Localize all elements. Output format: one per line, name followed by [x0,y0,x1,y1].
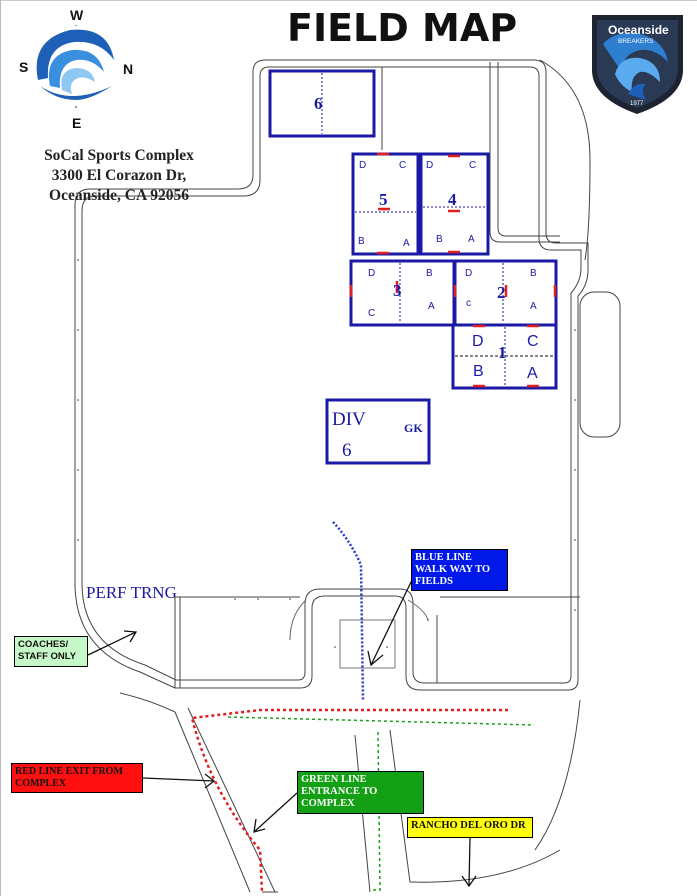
compass-e: E [72,115,81,131]
green-entrance-path [227,716,535,726]
blue-line-label: BLUE LINE WALK WAY TO FIELDS [411,549,508,591]
field-5-number: 5 [379,190,388,209]
field-6-number: 6 [314,94,323,113]
quad-letter: D [359,160,366,171]
page-title: FIELD MAP [287,6,518,50]
quad-letter: D [368,268,375,279]
field-div-6[interactable] [325,398,431,465]
quad-letter: A [403,238,410,249]
quad-letter: D [426,160,433,171]
quad-letter: c [466,298,471,309]
quad-letter: B [473,363,484,380]
quad-letter: A [428,301,435,312]
address-line: SoCal Sports Complex [44,147,194,164]
field-3-number: 3 [393,281,402,300]
address-line: Oceanside, CA 92056 [49,187,189,204]
club-name: Oceanside [608,23,669,37]
field-4[interactable] [419,152,490,256]
green-entrance-path-vertical [372,731,381,891]
blue-walkway-path [332,521,365,701]
compass-w: W [70,7,84,23]
quad-letter: C [469,160,476,171]
quad-letter: B [426,268,433,279]
perf-trng-label: PERF TRNG [86,583,177,602]
compass-wave-logo [36,25,116,108]
quad-letter: A [527,365,538,382]
club-year: 1977 [630,101,644,107]
quad-letter: B [436,234,443,245]
quad-letter: C [399,160,406,171]
field-1-number: 1 [498,343,507,362]
oceanside-breakers-shield-logo: Oceanside BREAKERS 1977 [592,15,683,114]
quad-letter: D [472,333,484,350]
complex-boundary [74,59,621,893]
div-label: DIV [332,409,366,430]
red-exit-path [190,708,508,893]
field-6[interactable] [268,69,376,138]
quad-letter: C [527,333,539,350]
green-line-label: GREEN LINE ENTRANCE TO COMPLEX [297,771,424,814]
field-3[interactable] [349,259,456,327]
boundary-dots [77,259,576,648]
address-line: 3300 El Corazon Dr, [51,167,187,184]
callout-arrows [87,579,477,888]
red-line-label: RED LINE EXIT FROM COMPLEX [11,763,143,793]
quad-letter: A [468,234,475,245]
club-sub: BREAKERS [618,38,654,45]
quad-letter: B [358,236,365,247]
field-1[interactable] [451,323,558,390]
field-2-number: 2 [497,283,506,302]
coaches-staff-label: COACHES/ STAFF ONLY [14,636,88,667]
field-5[interactable] [351,152,420,256]
quad-letter: A [530,301,537,312]
quad-letter: B [530,268,537,279]
gk-label: GK [404,421,423,435]
street-name-label: RANCHO DEL ORO DR [407,817,533,838]
compass-n: N [123,61,133,77]
quad-letter: C [368,308,375,319]
div-number: 6 [342,440,352,461]
field-4-number: 4 [448,190,457,209]
quad-letter: D [465,268,472,279]
compass-s: S [19,59,28,75]
address-block: SoCal Sports Complex 3300 El Corazon Dr,… [24,146,214,206]
